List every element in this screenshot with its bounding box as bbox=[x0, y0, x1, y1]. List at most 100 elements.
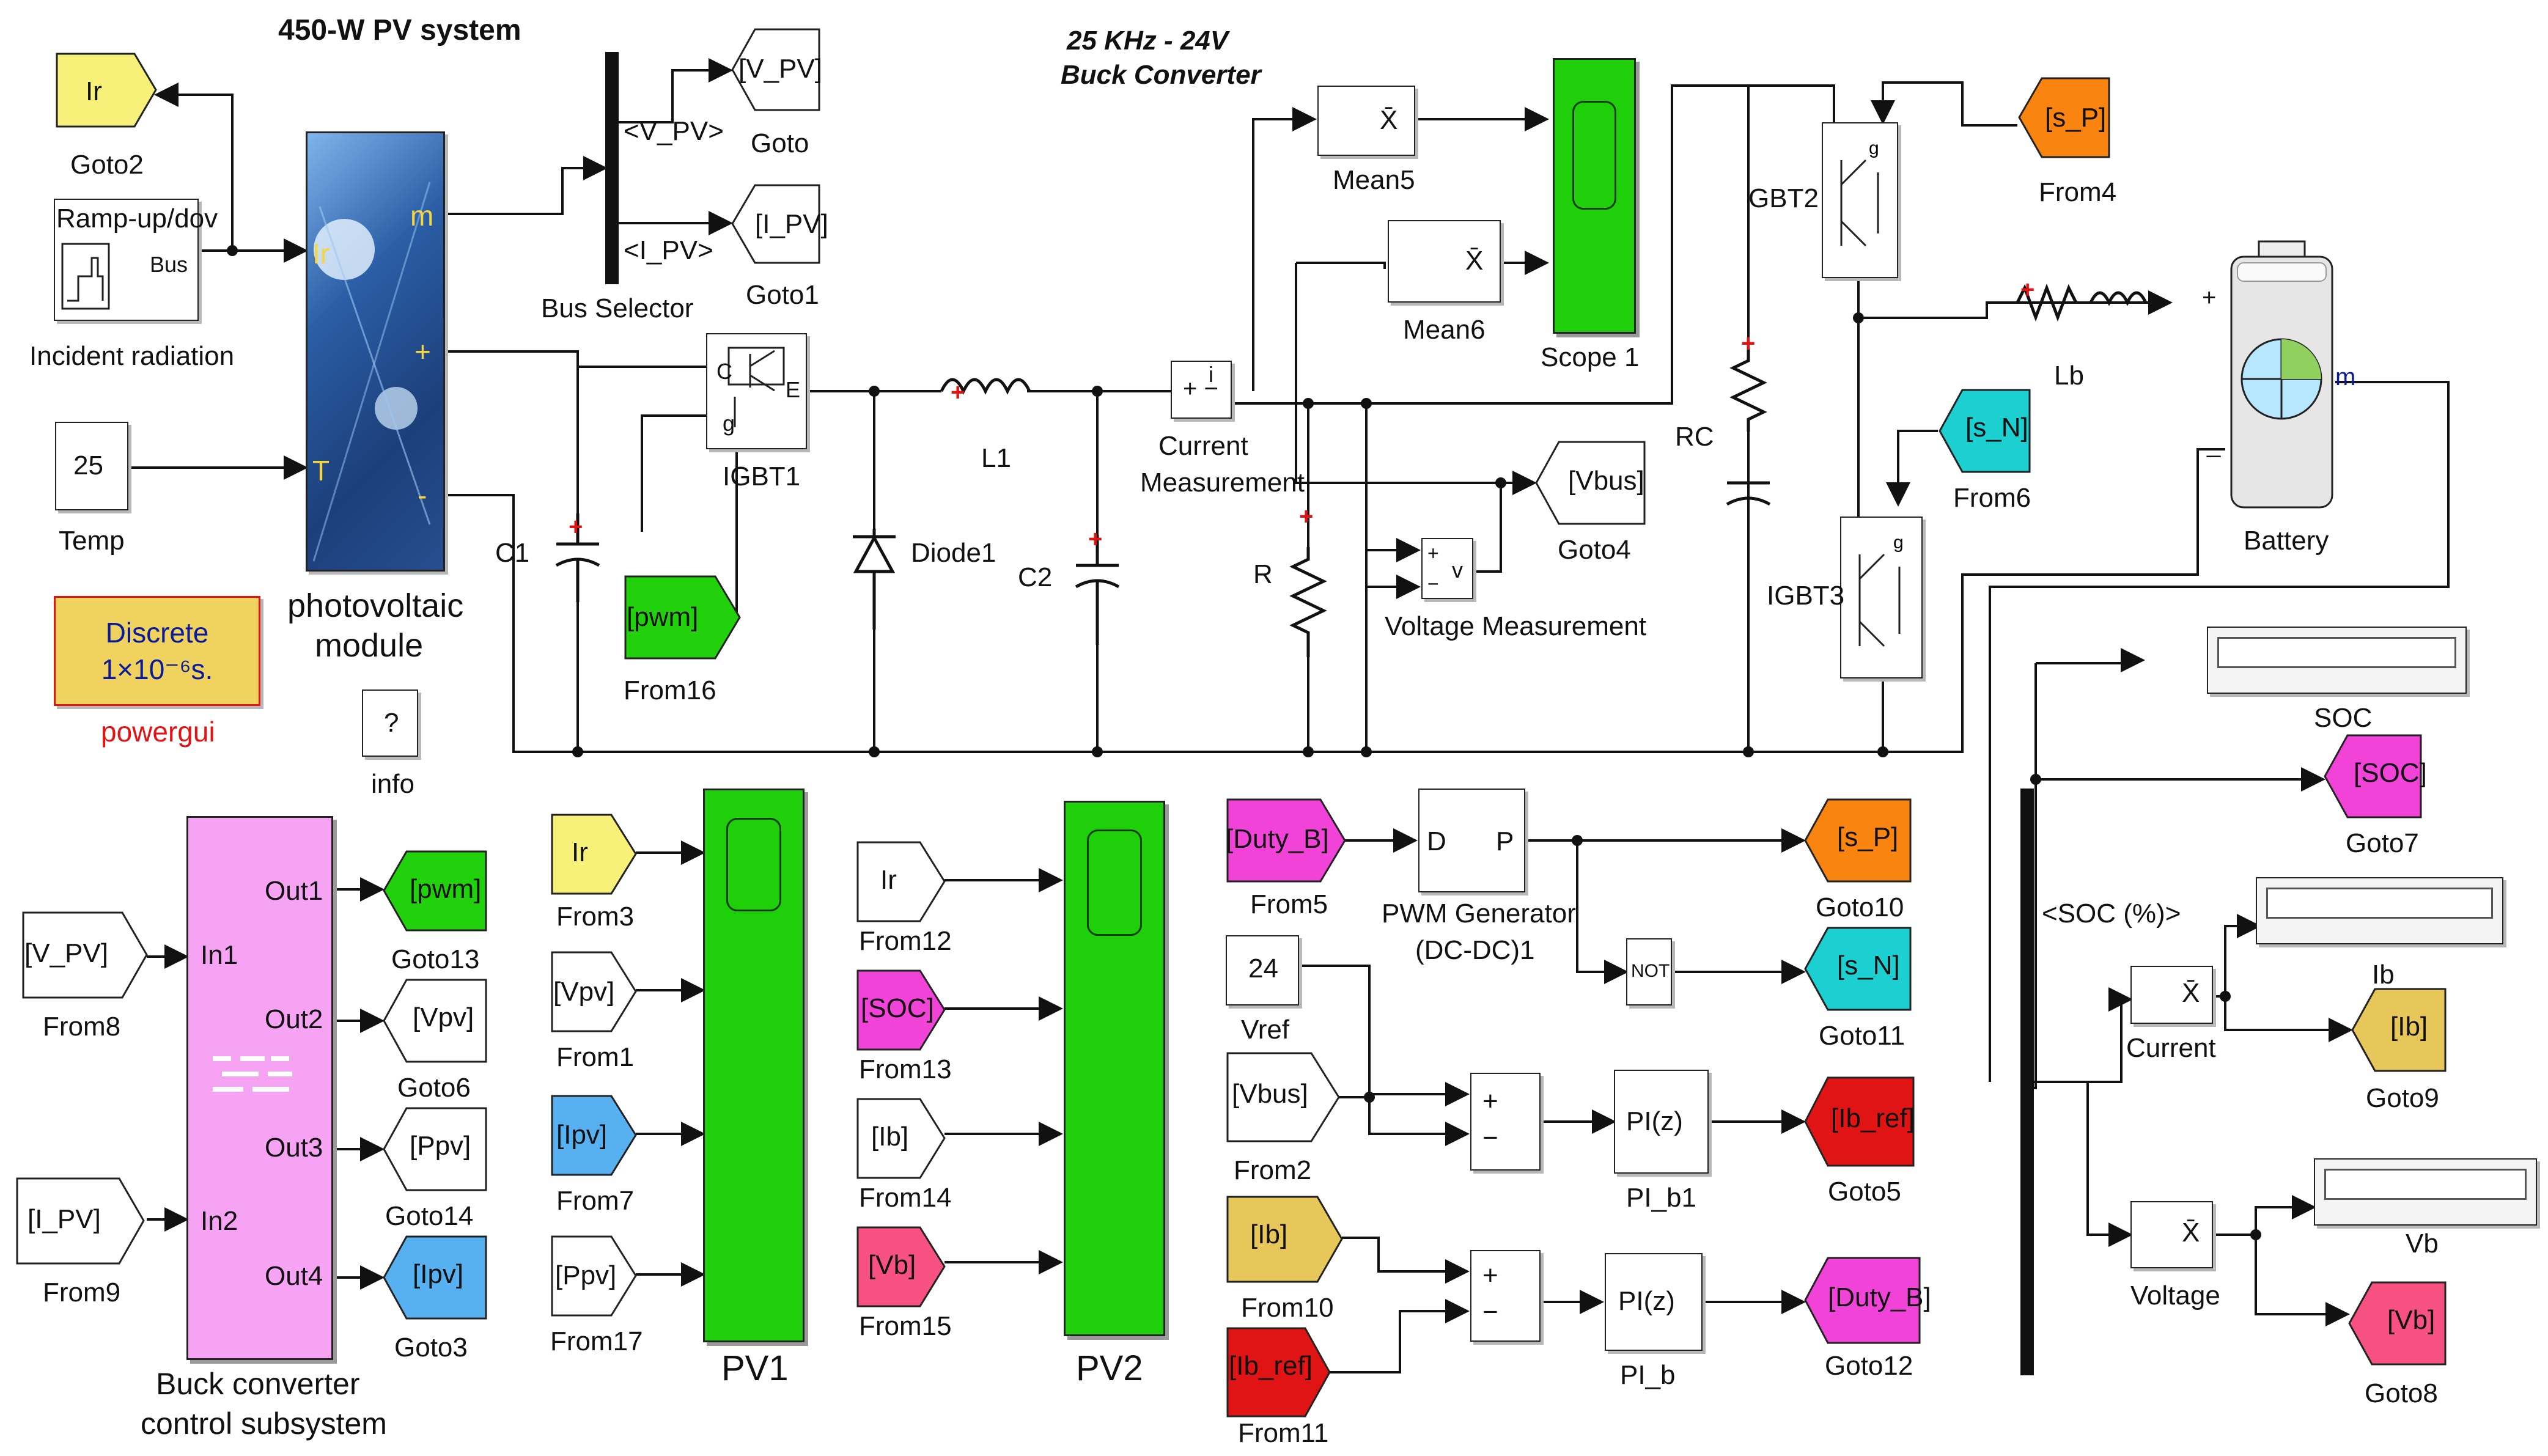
from2-tag[interactable] bbox=[1226, 1051, 1342, 1143]
goto1-tag[interactable] bbox=[731, 183, 822, 266]
voltage-mean-block[interactable]: X̄ bbox=[2130, 1201, 2213, 1268]
bus-selector-2[interactable] bbox=[2020, 789, 2034, 1375]
powergui-label: powergui bbox=[101, 716, 215, 748]
goto9-tag[interactable] bbox=[2351, 987, 2448, 1073]
subsystem-label-1: Buck converter bbox=[156, 1367, 360, 1401]
from3-label: From3 bbox=[556, 902, 635, 932]
igbt1-pin-c: C bbox=[716, 359, 732, 384]
from11-tag[interactable] bbox=[1226, 1326, 1333, 1418]
bus2-sig: <SOC (%)> bbox=[2042, 899, 2181, 928]
temp-constant[interactable]: 25 bbox=[55, 422, 128, 510]
from4-tag[interactable] bbox=[2017, 76, 2112, 159]
goto4-tag[interactable] bbox=[1534, 440, 1648, 526]
pv-module-label-2: module bbox=[315, 627, 424, 664]
sum1-block[interactable]: + − bbox=[1470, 1073, 1541, 1171]
from9-tag[interactable] bbox=[15, 1177, 147, 1265]
ib-display-label: Ib bbox=[2372, 960, 2395, 990]
pv2-scope[interactable] bbox=[1064, 801, 1165, 1336]
from5-tag[interactable] bbox=[1226, 798, 1348, 883]
pi-b-block[interactable]: PI(z) bbox=[1605, 1253, 1703, 1351]
gbt2-block[interactable]: g bbox=[1822, 122, 1898, 278]
ramp-label: Incident radiation bbox=[29, 341, 235, 371]
pv-port-m: m bbox=[410, 200, 434, 232]
powergui-step: 1×10⁻⁶s. bbox=[101, 653, 213, 685]
current-measurement[interactable]: i + − bbox=[1171, 361, 1232, 419]
goto14-label: Goto14 bbox=[385, 1201, 474, 1231]
goto12-tag[interactable] bbox=[1803, 1256, 1923, 1345]
current-mean-block[interactable]: X̄ bbox=[2130, 966, 2213, 1024]
pv-module-block[interactable]: Ir T m + - bbox=[306, 131, 445, 572]
sum2-block[interactable]: + − bbox=[1470, 1250, 1541, 1342]
from6-tag[interactable] bbox=[1938, 388, 2033, 474]
pwm-pin-p: P bbox=[1496, 826, 1514, 856]
goto6-tag[interactable] bbox=[382, 978, 489, 1064]
igbt1-block[interactable]: C E g bbox=[706, 333, 807, 449]
bus-selector[interactable] bbox=[605, 52, 619, 284]
voltage-measurement[interactable]: + v − bbox=[1421, 538, 1473, 599]
subtitle-frequency: 25 KHz - 24V bbox=[1067, 26, 1229, 56]
from6-text: [s_N] bbox=[1965, 413, 2028, 443]
from15-tag[interactable] bbox=[856, 1226, 948, 1308]
from1-tag[interactable] bbox=[550, 950, 639, 1033]
subtitle-converter: Buck Converter bbox=[1061, 60, 1261, 90]
goto-vpv-tag[interactable] bbox=[731, 28, 822, 113]
from9-text: [I_PV] bbox=[28, 1204, 101, 1234]
from16-tag[interactable] bbox=[624, 575, 743, 660]
pi-b1-block[interactable]: PI(z) bbox=[1614, 1070, 1709, 1174]
from14-tag[interactable] bbox=[856, 1097, 948, 1180]
not-gate[interactable]: NOT bbox=[1626, 938, 1672, 1006]
current-meas-label-1: Current bbox=[1158, 431, 1248, 461]
powergui-block[interactable]: Discrete 1×10⁻⁶s. bbox=[54, 596, 260, 706]
goto14-tag[interactable] bbox=[382, 1106, 489, 1192]
from7-label: From7 bbox=[556, 1186, 635, 1216]
volt-meas-pin: v bbox=[1452, 557, 1463, 583]
from10-tag[interactable] bbox=[1226, 1195, 1345, 1284]
goto8-tag[interactable] bbox=[2347, 1281, 2448, 1366]
goto10-tag[interactable] bbox=[1803, 798, 1913, 883]
from8-tag[interactable] bbox=[21, 911, 150, 999]
pv-port-plus: + bbox=[414, 336, 431, 367]
goto11-tag[interactable] bbox=[1803, 926, 1913, 1012]
goto2-tag[interactable] bbox=[55, 52, 159, 131]
info-block[interactable]: ? bbox=[362, 689, 418, 757]
from2-text: [Vbus] bbox=[1232, 1079, 1308, 1109]
buck-control-subsystem[interactable]: In1 In2 Out1 Out2 Out3 Out4 bbox=[186, 816, 333, 1360]
soc-display-screen bbox=[2217, 637, 2456, 668]
goto1-label: Goto1 bbox=[746, 280, 819, 310]
from12-tag[interactable] bbox=[856, 840, 948, 923]
from15-text: [Vb] bbox=[868, 1250, 916, 1280]
from3-tag[interactable] bbox=[550, 813, 639, 895]
goto5-tag[interactable] bbox=[1803, 1076, 1917, 1167]
vref-constant[interactable]: 24 bbox=[1226, 935, 1299, 1006]
from7-tag[interactable] bbox=[550, 1094, 639, 1177]
goto13-tag[interactable] bbox=[382, 850, 489, 932]
igbt3-block[interactable]: g bbox=[1840, 517, 1923, 678]
sum1-plus: + bbox=[1482, 1086, 1498, 1116]
from14-label: From14 bbox=[859, 1183, 952, 1213]
current-mean-symbol: X̄ bbox=[2182, 978, 2200, 1008]
diagram-title: 450-W PV system bbox=[278, 14, 521, 46]
scope1-block[interactable] bbox=[1553, 58, 1636, 334]
goto-vpv-text: [V_PV] bbox=[738, 54, 822, 84]
battery-icon[interactable] bbox=[2225, 238, 2338, 513]
ramp-block[interactable]: Ramp-up/dov Bus bbox=[54, 199, 218, 321]
pv1-label: PV1 bbox=[721, 1348, 789, 1388]
from5-text: [Duty_B] bbox=[1226, 824, 1329, 854]
from11-label: From11 bbox=[1238, 1418, 1329, 1448]
goto6-label: Goto6 bbox=[397, 1073, 471, 1103]
pv1-scope[interactable] bbox=[703, 789, 805, 1342]
pi-b1-label: PI_b1 bbox=[1626, 1183, 1696, 1213]
goto3-tag[interactable] bbox=[382, 1235, 489, 1320]
voltage-mean-label: Voltage bbox=[2130, 1281, 2220, 1311]
diode1-label: Diode1 bbox=[911, 538, 996, 568]
from13-tag[interactable] bbox=[856, 969, 948, 1051]
svg-text:+: + bbox=[569, 513, 583, 540]
pv-port-ir: Ir bbox=[312, 238, 330, 270]
pwm-generator[interactable]: D P bbox=[1418, 789, 1525, 892]
mean6-block[interactable]: X̄ bbox=[1388, 220, 1501, 303]
goto13-label: Goto13 bbox=[391, 944, 480, 974]
goto7-tag[interactable] bbox=[2323, 734, 2424, 819]
from17-tag[interactable] bbox=[550, 1235, 639, 1317]
from17-text: [Ppv] bbox=[555, 1260, 617, 1290]
mean5-block[interactable]: X̄ bbox=[1317, 86, 1415, 156]
